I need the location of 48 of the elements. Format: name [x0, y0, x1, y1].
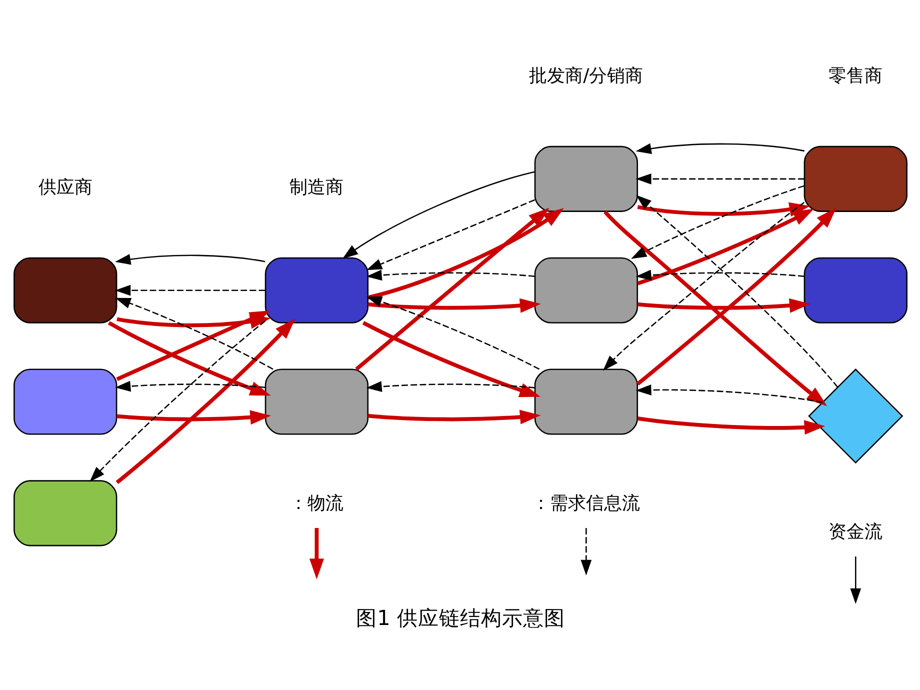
arrow [114, 254, 265, 265]
arrow [342, 171, 534, 259]
node-box [534, 257, 638, 324]
node-box [13, 480, 117, 546]
arrow [635, 384, 822, 404]
arrow [635, 143, 804, 154]
arrow [368, 298, 540, 313]
arrow [635, 173, 804, 184]
arrow [116, 410, 270, 425]
arrow [114, 284, 265, 296]
arrow [636, 416, 825, 435]
arrow [636, 202, 810, 217]
arrow [602, 202, 804, 371]
legend-label: ：物流 [289, 492, 344, 514]
node-box [534, 146, 638, 212]
arrow [636, 208, 814, 286]
arrow [114, 298, 273, 370]
arrow [366, 296, 540, 370]
arrow [630, 185, 804, 259]
node-box [803, 146, 907, 212]
label: 供应商 [38, 176, 92, 198]
label: 批发商/分销商 [528, 65, 643, 86]
caption: 图1 供应链结构示意图 [356, 606, 564, 630]
legend-label: ：需求信息流 [532, 492, 640, 514]
arrow [367, 208, 564, 300]
node-box [264, 257, 368, 324]
legend-label: 资金流 [828, 521, 882, 542]
node-box [803, 257, 907, 324]
label: 零售商 [828, 65, 882, 86]
node-box [534, 368, 638, 435]
node-diamond [808, 368, 903, 464]
arrow [114, 380, 265, 392]
arrow [368, 410, 540, 424]
arrow [362, 321, 540, 398]
arrow [354, 208, 549, 371]
arrow [89, 320, 266, 482]
arrow [115, 318, 295, 484]
node-box [13, 368, 117, 435]
arrow [635, 270, 804, 281]
arrow [366, 199, 535, 270]
arrow [637, 298, 810, 313]
label: 制造商 [289, 176, 344, 198]
arrow [107, 321, 270, 396]
node-box [13, 257, 117, 324]
arrow [603, 210, 827, 406]
arrow [366, 270, 534, 281]
node-box [264, 368, 368, 435]
arrow [366, 381, 534, 392]
